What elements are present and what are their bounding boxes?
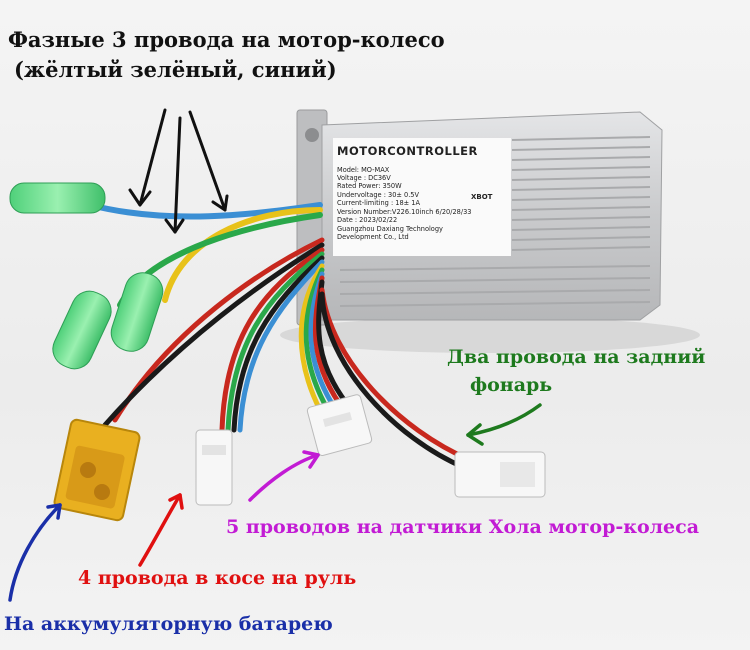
phase-wires-label: Фазные 3 провода на мотор-колесо xyxy=(8,27,445,52)
nameplate-line: Guangzhou Daxiang Technology xyxy=(337,225,443,233)
nameplate-line: Version Number:V226.10inch 6/20/28/33 xyxy=(337,208,472,216)
phase-wires-colors-label: (жёлтый зелёный, синий) xyxy=(14,57,337,82)
hall-sensors-label: 5 проводов на датчики Хола мотор-колеса xyxy=(226,516,700,538)
nameplate-line: Undervoltage : 30± 0.5V xyxy=(337,191,420,199)
rear-light-label: Два провода на задний xyxy=(447,346,706,368)
rear-light-arrow xyxy=(466,403,542,446)
battery-label: На аккумуляторную батарею xyxy=(4,613,333,635)
nameplate-line: Development Co., Ltd xyxy=(337,233,409,241)
battery-arrow xyxy=(8,503,62,602)
wire-green-hall xyxy=(303,267,331,413)
handlebar-arrow xyxy=(138,493,184,567)
nameplate-line: Rated Power: 350W xyxy=(337,182,402,190)
nameplate-line: Current-limiting : 18± 1A xyxy=(337,199,420,207)
nameplate-line: Model: MO-MAX xyxy=(337,166,390,174)
xt60-battery-connector xyxy=(53,418,141,522)
wire-black-light xyxy=(319,291,468,471)
handlebar-wires-label: 4 провода в косе на руль xyxy=(78,567,357,589)
bullet-connector-blue xyxy=(9,182,106,214)
annotation-arrows xyxy=(8,108,542,602)
phase-arrows xyxy=(128,108,229,234)
wire-yellow xyxy=(162,207,323,303)
wire-black-handlebar xyxy=(231,255,325,433)
hall-sensor-connector xyxy=(306,394,373,456)
wire-black-battery xyxy=(102,242,325,428)
wire-blue-handlebar xyxy=(237,259,325,433)
nameplate: MOTORCONTROLLER Model: MO-MAX Voltage : … xyxy=(333,138,511,256)
rear-light-connector xyxy=(454,451,546,498)
nameplate-title: MOTORCONTROLLER xyxy=(337,144,478,158)
handlebar-connector xyxy=(195,429,233,506)
bullet-connector-yellow xyxy=(110,272,164,352)
bracket-hole xyxy=(305,128,319,142)
phase-connectors xyxy=(9,182,164,370)
harness-wires xyxy=(102,237,473,471)
brand-name: XBOT xyxy=(471,193,493,201)
nameplate-line: Date : 2023/02/22 xyxy=(337,216,398,224)
rear-light-label-line2: фонарь xyxy=(470,374,553,396)
shadow xyxy=(280,317,700,353)
wire-red-handlebar xyxy=(219,247,325,433)
bullet-connector-green xyxy=(52,290,112,370)
nameplate-line: Voltage : DC36V xyxy=(337,174,391,182)
wire-yellow-hall xyxy=(298,263,325,413)
heatsink-fins xyxy=(339,136,651,307)
wire-green-handlebar xyxy=(225,251,325,433)
wire-red-light xyxy=(319,287,473,463)
hall-arrow xyxy=(248,450,320,502)
